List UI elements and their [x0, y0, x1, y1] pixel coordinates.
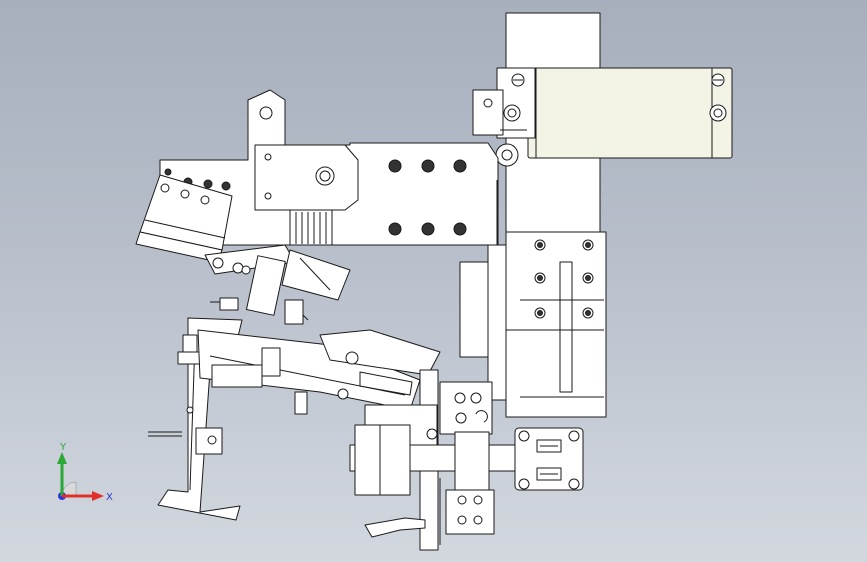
y-axis-arrow: [57, 452, 67, 496]
slide-rail-assembly[interactable]: [197, 329, 441, 415]
mounting-block-holes: [534, 239, 594, 319]
toggle-clamp[interactable]: [514, 427, 584, 491]
right-mounting-block[interactable]: [505, 231, 607, 418]
x-axis-arrow: [62, 491, 104, 501]
lower-clamp-housing[interactable]: [349, 369, 583, 551]
spacer-block[interactable]: [289, 209, 333, 246]
upper-arm-plate[interactable]: [159, 89, 499, 246]
x-axis-label: X: [106, 492, 113, 503]
coordinate-triad: Y X: [57, 442, 113, 503]
pneumatic-cylinder[interactable]: [472, 67, 733, 167]
y-axis-label: Y: [59, 442, 67, 453]
gripper-jaw-left[interactable]: [135, 174, 233, 263]
link-clamp-mechanism[interactable]: [204, 244, 351, 325]
support-column[interactable]: [459, 180, 507, 401]
